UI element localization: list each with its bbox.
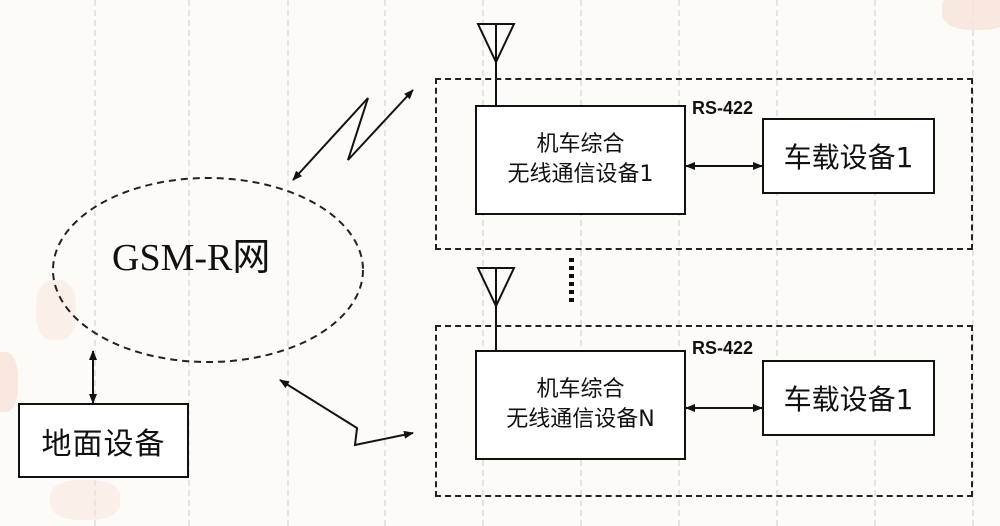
onboard-equipment-box: 车载设备1 bbox=[762, 360, 935, 436]
background-guide-line bbox=[287, 0, 289, 526]
ground-equipment-box: 地面设备 bbox=[18, 403, 189, 478]
background-guide-line bbox=[580, 0, 582, 526]
background-guide-line bbox=[94, 0, 96, 526]
wireless-link-lower bbox=[279, 379, 414, 447]
background-guide-line bbox=[874, 0, 876, 526]
background-guide-line bbox=[384, 0, 386, 526]
network-label: GSM-R网 bbox=[112, 237, 271, 279]
antenna-icon bbox=[476, 267, 516, 350]
background-guide-line bbox=[678, 0, 680, 526]
vehicle-unit-group bbox=[435, 78, 973, 250]
radio-device-label-line1: 机车综合 bbox=[536, 377, 625, 402]
decorative-blob bbox=[50, 480, 120, 520]
radio-device-label-line1: 机车综合 bbox=[536, 132, 625, 157]
vehicle-unit-group bbox=[435, 325, 973, 497]
background-guide-line bbox=[188, 0, 190, 526]
onboard-equipment-box: 车载设备1 bbox=[762, 118, 935, 194]
antenna-icon bbox=[476, 23, 516, 105]
wireless-link-upper bbox=[292, 89, 414, 181]
decorative-blob bbox=[942, 0, 1000, 30]
background-guide-line bbox=[482, 0, 484, 526]
interface-label: RS-422 bbox=[692, 338, 754, 358]
decorative-blob bbox=[0, 352, 18, 412]
radio-device-box: 机车综合 无线通信设备1 bbox=[475, 105, 686, 215]
radio-device-box: 机车综合 无线通信设备N bbox=[475, 350, 686, 460]
onboard-equipment-label: 车载设备1 bbox=[783, 141, 914, 174]
ground-equipment-label: 地面设备 bbox=[41, 426, 166, 462]
background-guide-line bbox=[972, 0, 974, 526]
onboard-equipment-label: 车载设备1 bbox=[783, 383, 914, 416]
radio-device-label-line2: 无线通信设备N bbox=[506, 407, 655, 432]
network-ellipse bbox=[52, 177, 364, 363]
radio-device-label-line2: 无线通信设备1 bbox=[507, 162, 654, 187]
vertical-ellipsis bbox=[569, 258, 574, 302]
interface-label: RS-422 bbox=[692, 98, 754, 118]
background-guide-line bbox=[776, 0, 778, 526]
